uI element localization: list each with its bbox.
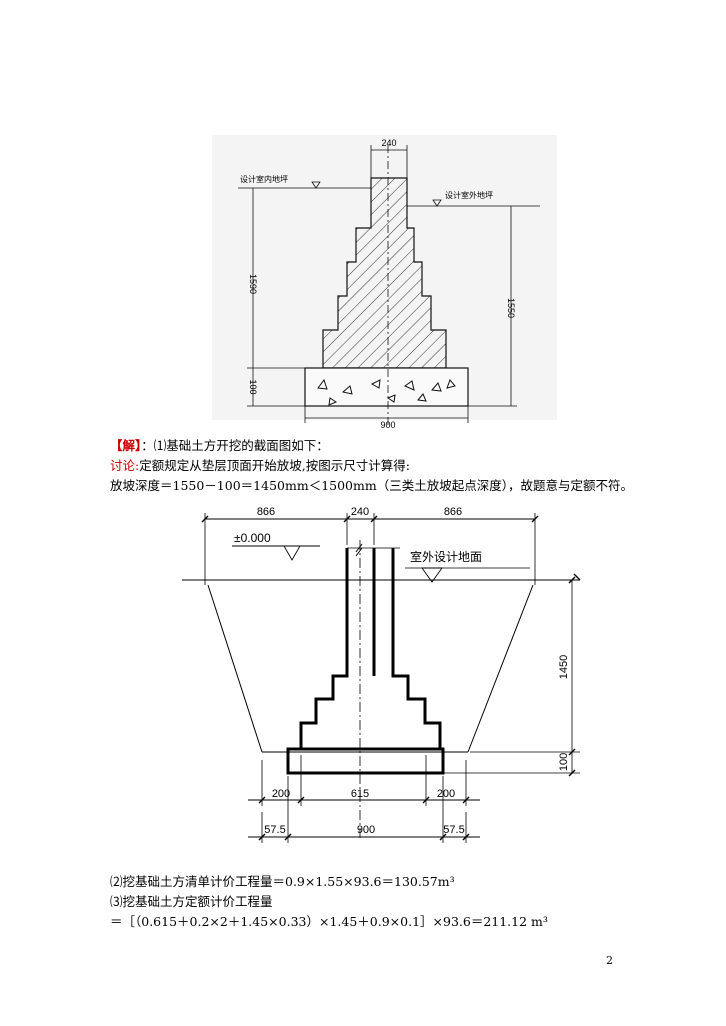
outdoor-ground-label: 室外设计地面 xyxy=(410,549,482,564)
level-zero-label: ±0.000 xyxy=(234,531,271,545)
outdoor-level-label: 设计室外地坪 xyxy=(445,190,493,200)
dim-bottom-615: 615 xyxy=(351,788,369,800)
dim-bottom-900: 900 xyxy=(380,420,395,430)
page-number: 2 xyxy=(606,954,613,967)
dim-left-1590: 1590 xyxy=(248,274,258,294)
figure-1-foundation-section: 240 设计室内地坪 设计室外地坪 1590 100 1550 900 xyxy=(212,135,557,430)
dim-bottom-57-5-left: 57.5 xyxy=(264,824,285,836)
foundation-outline xyxy=(299,548,442,751)
dim-right-1550: 1550 xyxy=(506,298,516,318)
dim-top-left-866: 866 xyxy=(257,506,275,518)
calc-line-list-quantity: ⑵挖基础土方清单计价工程量＝0.9×1.55×93.6＝130.57m³ xyxy=(110,874,455,889)
figure-2-excavation-section: 866 240 866 ±0.000 室外设计地面 1450 100 200 6… xyxy=(182,506,581,843)
dim-bottom-900-2: 900 xyxy=(357,824,375,836)
dim-cushion-100: 100 xyxy=(248,379,258,394)
dim-top-center-240: 240 xyxy=(351,506,369,518)
dim-bottom-57-5-right: 57.5 xyxy=(443,824,464,836)
dim-bottom-200-left: 200 xyxy=(272,788,290,800)
discussion-text: 定额规定从垫层顶面开始放坡,按图示尺寸计算得: xyxy=(139,458,410,473)
calc-line-quota-formula: ＝［（0.615＋0.2×2＋1.45×0.33）×1.45＋0.9×0.1］×… xyxy=(110,914,548,929)
dim-cushion-100-2: 100 xyxy=(558,753,570,771)
dim-top-240: 240 xyxy=(381,138,396,148)
dim-bottom-200-right: 200 xyxy=(437,788,455,800)
calc-line-quota-title: ⑶挖基础土方定额计价工程量 xyxy=(110,894,273,909)
discussion-label: 讨论: xyxy=(110,458,140,473)
cushion-outline xyxy=(286,747,445,775)
dim-depth-1450: 1450 xyxy=(558,655,570,679)
slope-depth-line: 放坡深度＝1550－100＝1450mm＜1500mm（三类土放坡起点深度），故… xyxy=(110,478,633,493)
cushion-aggregate-marks xyxy=(317,378,456,406)
dim-top-right-866: 866 xyxy=(444,506,462,518)
solution-heading-text: ：⑴基础土方开挖的截面图如下： xyxy=(141,438,329,453)
discussion-line: 讨论:定额规定从垫层顶面开始放坡,按图示尺寸计算得: xyxy=(110,458,410,474)
solution-heading: 【解】：⑴基础土方开挖的截面图如下： xyxy=(110,438,329,454)
solution-label: 【解】 xyxy=(110,438,142,453)
indoor-level-label: 设计室内地坪 xyxy=(240,174,288,184)
